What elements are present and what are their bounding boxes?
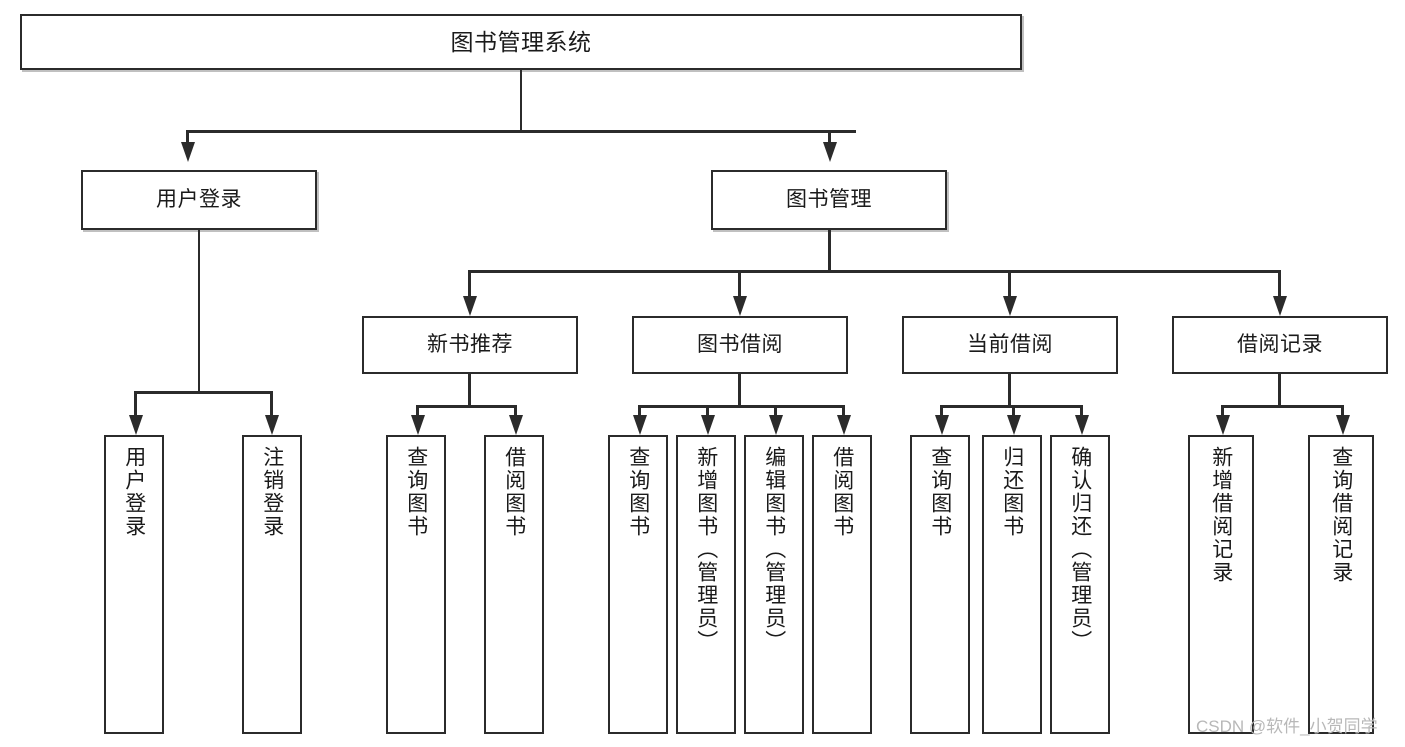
arrowhead-leaf-add-book — [700, 415, 715, 435]
arrowhead-leaf-query-book-3 — [934, 415, 949, 435]
arrowhead-to-user-login — [180, 142, 195, 162]
node-borrow-record[interactable]: 借阅记录 — [1172, 316, 1388, 374]
arrowhead-leaf-query-book-2 — [632, 415, 647, 435]
connector-bookmgmt-to-newbook — [468, 270, 471, 296]
arrowhead-borrow-record — [1272, 296, 1287, 316]
leaf-add-book-admin[interactable]: 新增图书（管理员） — [676, 435, 736, 734]
node-label: 借阅图书 — [502, 446, 526, 538]
node-label: 用户登录 — [156, 187, 242, 211]
leaf-borrow-book[interactable]: 借阅图书 — [812, 435, 872, 734]
arrowhead-leaf-user-login — [128, 415, 143, 435]
node-label: 当前借阅 — [967, 332, 1053, 356]
leaf-edit-book-admin[interactable]: 编辑图书（管理员） — [744, 435, 804, 734]
connector-record-bus — [1221, 405, 1341, 408]
connector-login-to-leaf-1 — [134, 391, 137, 415]
node-label: 新增图书（管理员） — [694, 446, 718, 653]
csdn-watermark: CSDN @软件_小贺同学 — [1196, 717, 1378, 736]
leaf-borrow-book-newbook[interactable]: 借阅图书 — [484, 435, 544, 734]
connector-record-to-leaf-1 — [1221, 405, 1224, 415]
leaf-query-book-newbook[interactable]: 查询图书 — [386, 435, 446, 734]
connector-newbook-stem — [468, 374, 471, 407]
node-label: 新书推荐 — [427, 332, 513, 356]
arrowhead-leaf-query-record — [1335, 415, 1350, 435]
connector-current-to-leaf-1 — [940, 405, 943, 415]
connector-root-bus — [186, 130, 856, 133]
leaf-query-book-borrow[interactable]: 查询图书 — [608, 435, 668, 734]
arrowhead-leaf-confirm-return — [1074, 415, 1089, 435]
node-label: 借阅图书 — [830, 446, 854, 538]
node-label: 查询图书 — [626, 446, 650, 538]
node-book-management[interactable]: 图书管理 — [711, 170, 947, 230]
connector-login-bus — [134, 391, 272, 394]
connector-bookmgmt-bus — [468, 270, 1280, 273]
node-label: 图书借阅 — [697, 332, 783, 356]
connector-bookmgmt-to-borrow — [738, 270, 741, 296]
connector-borrow-to-leaf-3 — [774, 405, 777, 415]
node-label: 注销登录 — [260, 446, 284, 538]
node-label: 借阅记录 — [1237, 332, 1323, 356]
connector-root-stem — [519, 70, 522, 132]
connector-record-to-leaf-2 — [1341, 405, 1344, 415]
connector-login-stem — [197, 230, 200, 393]
connector-root-to-login — [186, 130, 189, 142]
arrowhead-leaf-query-book-1 — [410, 415, 425, 435]
node-label: 用户登录 — [122, 446, 146, 538]
node-label: 编辑图书（管理员） — [762, 446, 786, 653]
node-root-system[interactable]: 图书管理系统 — [20, 14, 1022, 70]
connector-current-stem — [1008, 374, 1011, 407]
leaf-confirm-return-admin[interactable]: 确认归还（管理员） — [1050, 435, 1110, 734]
arrowhead-new-book-recommend — [462, 296, 477, 316]
node-label: 查询图书 — [928, 446, 952, 538]
connector-bookmgmt-stem — [828, 230, 831, 272]
connector-current-to-leaf-2 — [1012, 405, 1015, 415]
node-label: 确认归还（管理员） — [1068, 446, 1092, 653]
connector-newbook-to-leaf-1 — [416, 405, 419, 415]
arrowhead-leaf-logout — [264, 415, 279, 435]
leaf-query-book-current[interactable]: 查询图书 — [910, 435, 970, 734]
leaf-user-login[interactable]: 用户登录 — [104, 435, 164, 734]
arrowhead-leaf-borrow-book-2 — [836, 415, 851, 435]
arrowhead-current-borrow — [1002, 296, 1017, 316]
connector-borrow-to-leaf-2 — [706, 405, 709, 415]
leaf-query-borrow-record[interactable]: 查询借阅记录 — [1308, 435, 1374, 734]
arrowhead-to-book-management — [822, 142, 837, 162]
connector-borrow-bus — [638, 405, 844, 408]
node-new-book-recommend[interactable]: 新书推荐 — [362, 316, 578, 374]
node-label: 新增借阅记录 — [1209, 446, 1233, 584]
connector-login-to-leaf-2 — [270, 391, 273, 415]
arrowhead-leaf-return-book — [1006, 415, 1021, 435]
node-current-borrow[interactable]: 当前借阅 — [902, 316, 1118, 374]
node-book-borrow[interactable]: 图书借阅 — [632, 316, 848, 374]
connector-root-to-bookmgmt — [828, 130, 831, 142]
node-label: 查询借阅记录 — [1329, 446, 1353, 584]
node-label: 图书管理 — [786, 187, 872, 211]
connector-newbook-bus — [416, 405, 514, 408]
connector-bookmgmt-to-record — [1278, 270, 1281, 296]
leaf-return-book[interactable]: 归还图书 — [982, 435, 1042, 734]
arrowhead-leaf-borrow-book-1 — [508, 415, 523, 435]
leaf-add-borrow-record[interactable]: 新增借阅记录 — [1188, 435, 1254, 734]
node-user-login[interactable]: 用户登录 — [81, 170, 317, 230]
node-label: 图书管理系统 — [450, 28, 592, 55]
arrowhead-leaf-edit-book — [768, 415, 783, 435]
connector-newbook-to-leaf-2 — [514, 405, 517, 415]
arrowhead-leaf-add-record — [1215, 415, 1230, 435]
connector-borrow-to-leaf-1 — [638, 405, 641, 415]
node-label: 归还图书 — [1000, 446, 1024, 538]
connector-record-stem — [1278, 374, 1281, 407]
connector-bookmgmt-to-current — [1008, 270, 1011, 296]
connector-borrow-to-leaf-4 — [842, 405, 845, 415]
connector-borrow-stem — [738, 374, 741, 407]
connector-current-to-leaf-3 — [1080, 405, 1083, 415]
node-label: 查询图书 — [404, 446, 428, 538]
connector-current-bus — [940, 405, 1082, 408]
arrowhead-book-borrow — [732, 296, 747, 316]
leaf-logout[interactable]: 注销登录 — [242, 435, 302, 734]
